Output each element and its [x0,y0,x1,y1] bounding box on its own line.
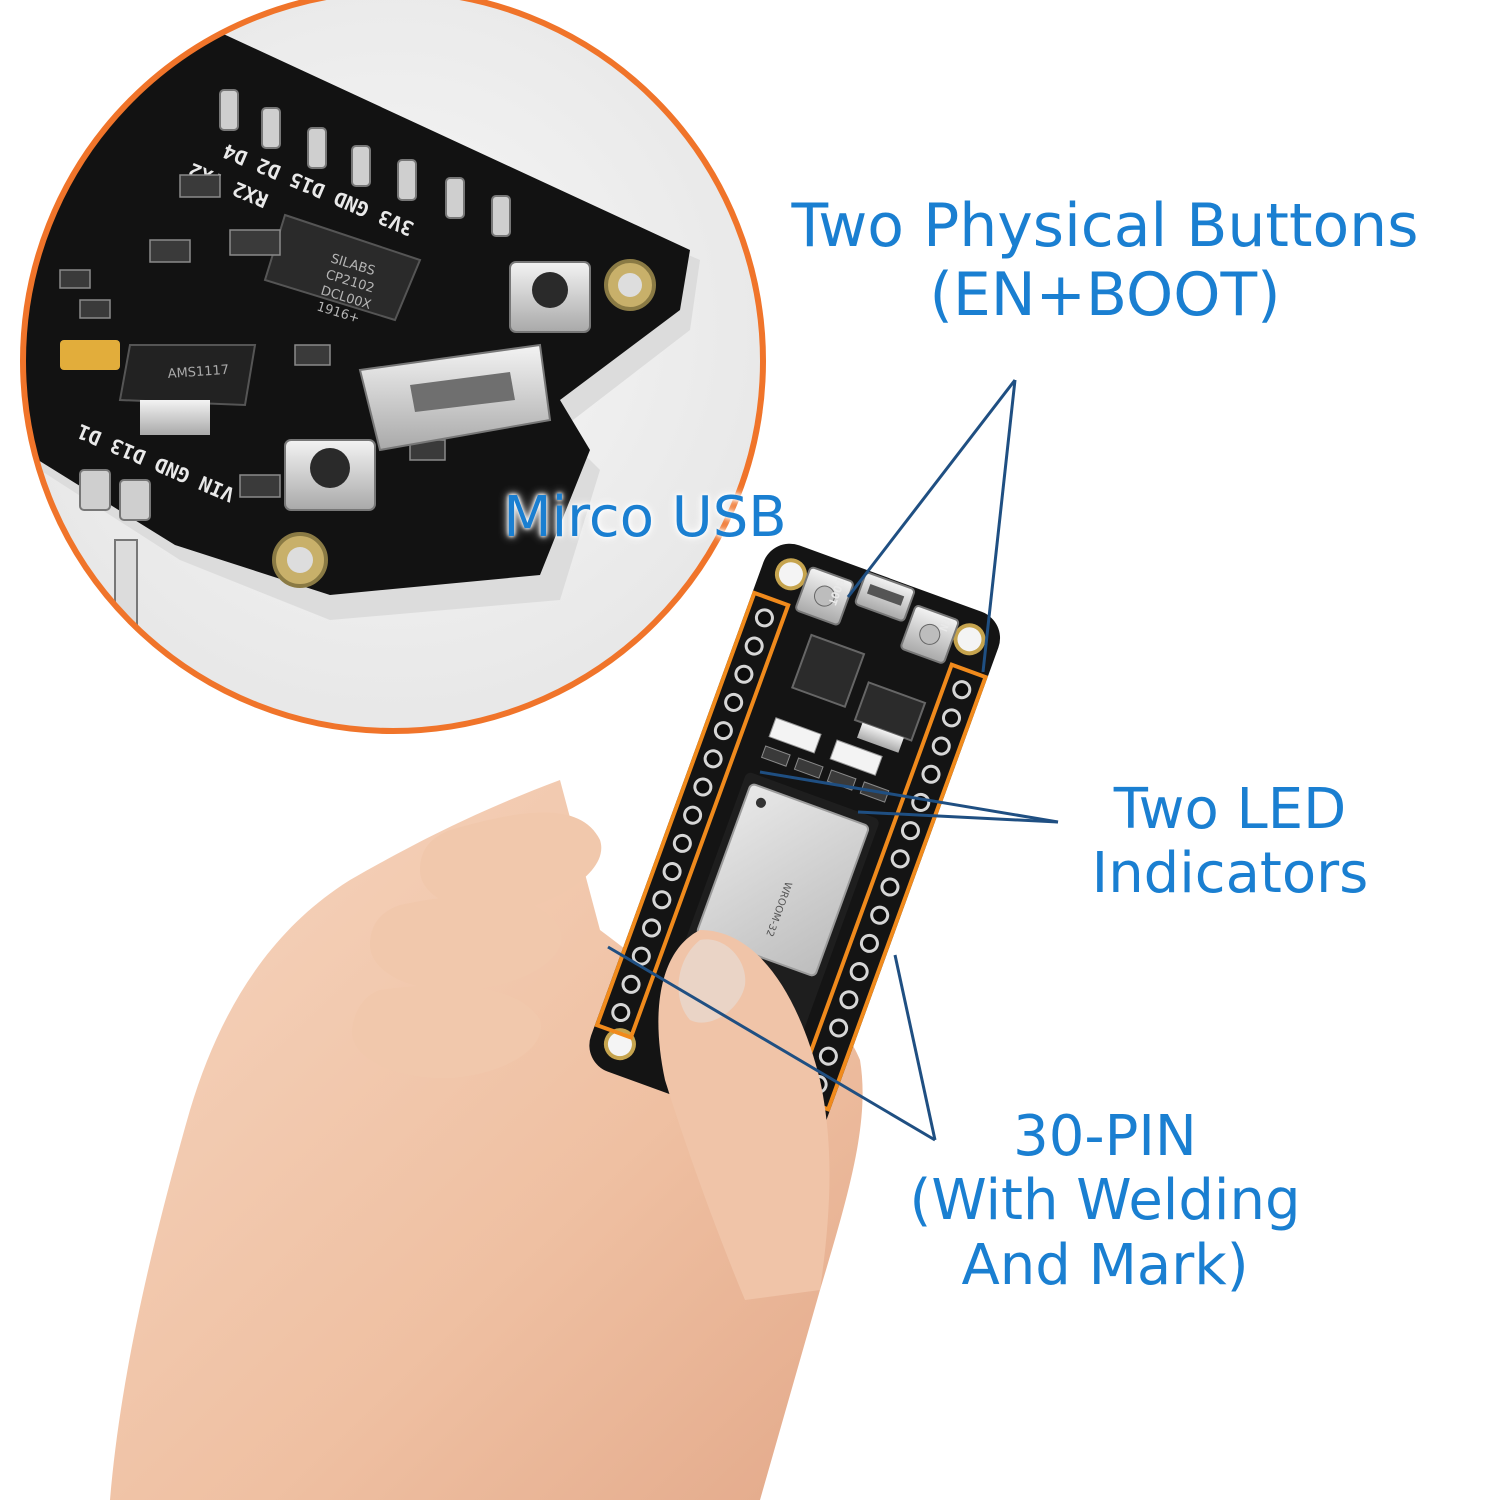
callout-buttons: Two Physical Buttons (EN+BOOT) [760,192,1450,330]
left-pin-header [611,608,774,1023]
leader-en [981,379,1017,673]
callout-usb: Mirco USB [470,485,820,550]
callout-buttons-line1: Two Physical Buttons [791,191,1419,261]
leader-boot [846,379,1017,598]
leader-pin-right [893,954,937,1141]
leader-pin-left [607,945,936,1142]
callout-buttons-line2: (EN+BOOT) [929,260,1281,330]
callout-leds-line2: Indicators [1091,841,1369,907]
zoom-button-top [509,261,591,333]
hand [110,780,863,1500]
callout-pins-line2: (With Welding [909,1168,1301,1234]
right-pin-header [808,680,972,1094]
zoom-inset: RX2 TX2 3V3 GND D15 D2 D4 VIN GND D13 D1… [20,0,766,734]
thumbnail [678,939,746,1023]
leader-led-2 [857,810,1059,824]
micro-usb-port [854,572,916,622]
led-indicators [768,717,883,776]
boot-button [795,566,854,626]
callout-pins-line3: And Mark) [961,1232,1249,1298]
svg-text:EN: EN [936,616,953,633]
zoom-micro-usb [358,343,552,452]
callout-leds: Two LED Indicators [1065,777,1395,907]
zoom-button-bottom [284,439,376,511]
svg-text:AMS1117: AMS1117 [167,363,229,382]
callout-usb-line1: Mirco USB [503,485,787,550]
leader-lines [607,379,1059,1142]
left-pin-outline [594,590,791,1041]
callout-pins-line1: 30-PIN [1013,1104,1197,1169]
zoom-ring [20,0,766,734]
usb-uart-chip: SILABS CP2102 DCL00X 1916+ [263,213,422,327]
callout-pins: 30-PIN (With Welding And Mark) [855,1104,1355,1298]
leader-led-1 [759,770,1059,824]
callout-leds-line1: Two LED [1113,777,1347,842]
en-button [900,605,960,664]
